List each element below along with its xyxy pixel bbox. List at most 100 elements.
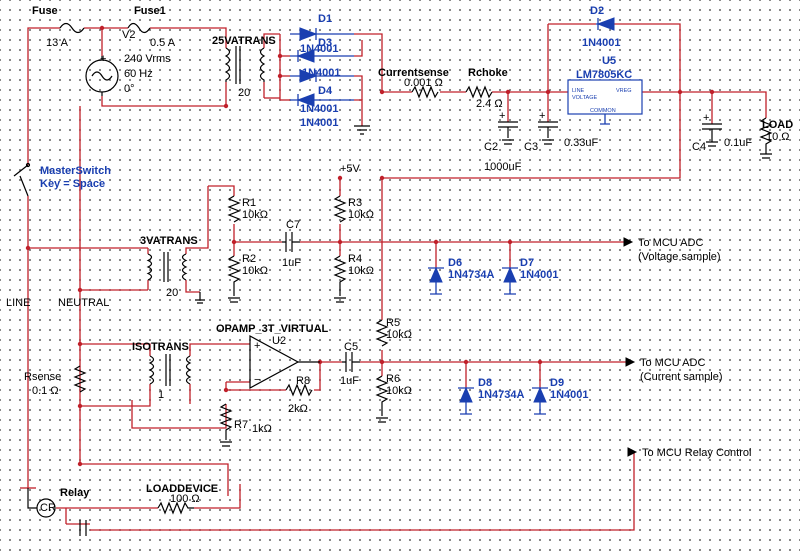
label-relay-coil: CR (40, 502, 56, 514)
label-xfmr25: 25VATRANS (212, 35, 276, 47)
label-d9-part: 1N4001 (550, 389, 589, 401)
label-d7-part: 1N4001 (520, 269, 559, 281)
svg-text:−: − (254, 374, 260, 386)
diode-d9 (532, 386, 548, 415)
label-r3: R3 (348, 197, 362, 209)
label-d6: D6 (448, 257, 462, 269)
fuse-symbol (59, 22, 85, 34)
label-dbot-part: 1N4001 (300, 117, 339, 129)
resistor-r2 (227, 255, 241, 303)
label-line: LINE (6, 297, 30, 309)
resistor-r5 (375, 319, 389, 347)
label-xfmr3: 3VATRANS (140, 235, 198, 247)
label-d3-part: 1N4001 (302, 67, 341, 79)
label-fuse: Fuse (32, 5, 58, 17)
capacitor-c4: + (702, 112, 722, 147)
label-r6: R6 (386, 373, 400, 385)
label-d3: D3 (318, 37, 332, 49)
label-d8: D8 (478, 377, 492, 389)
label-currentsense-value: 0.001 Ω (404, 77, 443, 89)
label-adc-current-note: (Current sample) (640, 371, 723, 383)
resistor-r1 (227, 195, 241, 223)
label-loaddevice-value: 100 Ω (170, 493, 200, 505)
label-u5-vreg: VREG (616, 88, 632, 94)
fuse1-symbol (127, 22, 151, 34)
transformer-25va (224, 46, 266, 84)
label-r2-value: 10kΩ (242, 265, 268, 277)
label-c3-value: 0.33uF (564, 137, 599, 149)
capacitor-c3: + (538, 110, 558, 145)
diode-d4 (290, 69, 354, 83)
label-r5: R5 (386, 317, 400, 329)
label-adc-current: To MCU ADC (640, 357, 705, 369)
label-fuse1-value: 0.5 A (150, 37, 176, 49)
label-plus5v: +5V (340, 163, 361, 175)
label-r1: R1 (242, 197, 256, 209)
label-r5-value: 10kΩ (386, 329, 412, 341)
label-c2: C2 (484, 141, 498, 153)
label-master-switch-key: Key = Space (40, 178, 105, 190)
label-u2: U2 (272, 335, 286, 347)
label-c7-value: 1uF (282, 257, 301, 269)
transformer-iso (148, 354, 192, 386)
label-c3: C3 (524, 141, 538, 153)
label-u5-voltage: VOLTAGE (572, 95, 597, 101)
label-d6-part: 1N4734A (448, 269, 495, 281)
diode-d2 (596, 17, 615, 31)
diode-bottom (290, 93, 354, 107)
opamp-u2: + − (249, 334, 320, 390)
label-c2-value: 1000uF (484, 161, 522, 173)
label-u5-part: LM7805KC (576, 69, 632, 81)
label-d8-part: 1N4734A (478, 389, 525, 401)
ac-source-v2: + (85, 53, 119, 96)
label-r8-value: 2kΩ (288, 403, 308, 415)
ground-bridge (354, 125, 370, 135)
label-r2: R2 (242, 253, 256, 265)
label-u5: U5 (602, 55, 616, 67)
label-c4-value: 0.1uF (724, 137, 752, 149)
resistor-loaddevice (157, 501, 194, 515)
label-load: LOAD (762, 119, 793, 131)
labels: Fuse 13 A Fuse1 0.5 A V2 240 Vrms 60 Hz … (6, 5, 793, 514)
zener-d8 (458, 386, 474, 415)
label-master-switch: MasterSwitch (40, 165, 111, 177)
relay-contact (79, 520, 87, 536)
label-neutral: NEUTRAL (58, 297, 109, 309)
label-adc-voltage-note: (Voltage sample) (638, 251, 721, 263)
diode-d1 (290, 27, 354, 41)
label-d1: D1 (318, 13, 332, 25)
label-v2-voltage: 240 Vrms (124, 53, 171, 65)
master-switch-symbol (13, 162, 31, 197)
svg-text:+: + (254, 340, 260, 352)
label-currentsense: Currentsense (378, 67, 449, 79)
relay-coil (27, 488, 56, 518)
label-v2-freq: 60 Hz (124, 68, 153, 80)
label-xfmr3-ratio: 20 (166, 287, 178, 299)
label-d2-part: 1N4001 (582, 37, 621, 49)
label-load-value: 10 Ω (766, 131, 790, 143)
svg-text:+: + (100, 53, 106, 65)
label-r7-value: 1kΩ (252, 423, 272, 435)
resistor-r8 (285, 383, 313, 397)
label-v2: V2 (122, 29, 135, 41)
resistor-r3 (333, 195, 347, 223)
label-rsense-value: 0.1 Ω (32, 385, 59, 397)
connector-arrows (623, 237, 638, 457)
diode-d7 (502, 266, 518, 295)
label-d4-part: 1N4001 (300, 103, 339, 115)
label-r3-value: 10kΩ (348, 209, 374, 221)
regulator-u5 (567, 79, 643, 125)
resistor-r6 (375, 375, 389, 423)
label-r4: R4 (348, 253, 362, 265)
svg-text:+: + (499, 110, 505, 122)
label-r6-value: 10kΩ (386, 385, 412, 397)
label-isotrans: ISOTRANS (132, 341, 189, 353)
svg-text:+: + (703, 112, 709, 124)
label-d7: D7 (520, 257, 534, 269)
label-rsense: Rsense (24, 371, 61, 383)
transformer-3va (146, 252, 205, 304)
resistor-rchoke (465, 85, 493, 99)
label-r8: R8 (296, 375, 310, 387)
